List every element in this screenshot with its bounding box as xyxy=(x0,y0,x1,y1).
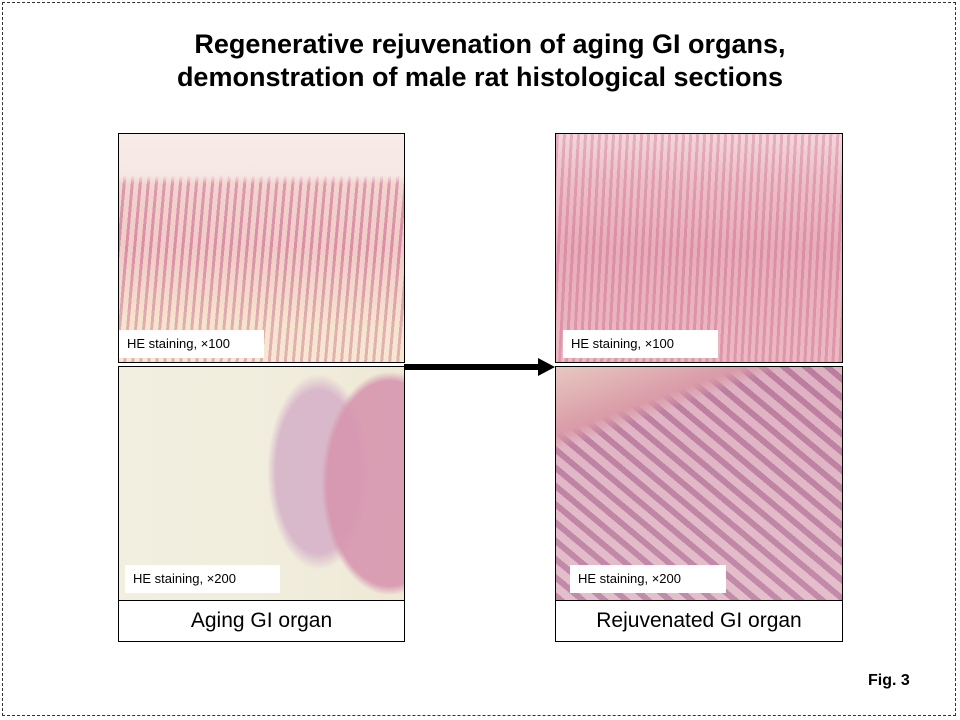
aging-histology-image-x200 xyxy=(118,366,405,601)
rejuvenated-caption: Rejuvenated GI organ xyxy=(555,600,843,642)
aging-histology-image-x100 xyxy=(118,133,405,363)
slide-title-line1: Regenerative rejuvenation of aging GI or… xyxy=(194,29,786,59)
figure-label: Fig. 3 xyxy=(868,672,910,689)
rejuvenated-histology-image-x200 xyxy=(555,366,843,601)
aging-top-label: HE staining, ×100 xyxy=(119,330,264,358)
aging-bottom-label: HE staining, ×200 xyxy=(125,565,280,593)
slide-title-line2: demonstration of male rat histological s… xyxy=(176,62,784,92)
arrow-icon xyxy=(404,364,540,370)
rejuvenated-top-label: HE staining, ×100 xyxy=(563,330,718,358)
rejuvenated-bottom-label: HE staining, ×200 xyxy=(570,565,726,593)
arrow-head-icon xyxy=(538,358,555,376)
aging-caption: Aging GI organ xyxy=(118,600,405,642)
rejuvenated-histology-image-x100 xyxy=(555,133,843,363)
